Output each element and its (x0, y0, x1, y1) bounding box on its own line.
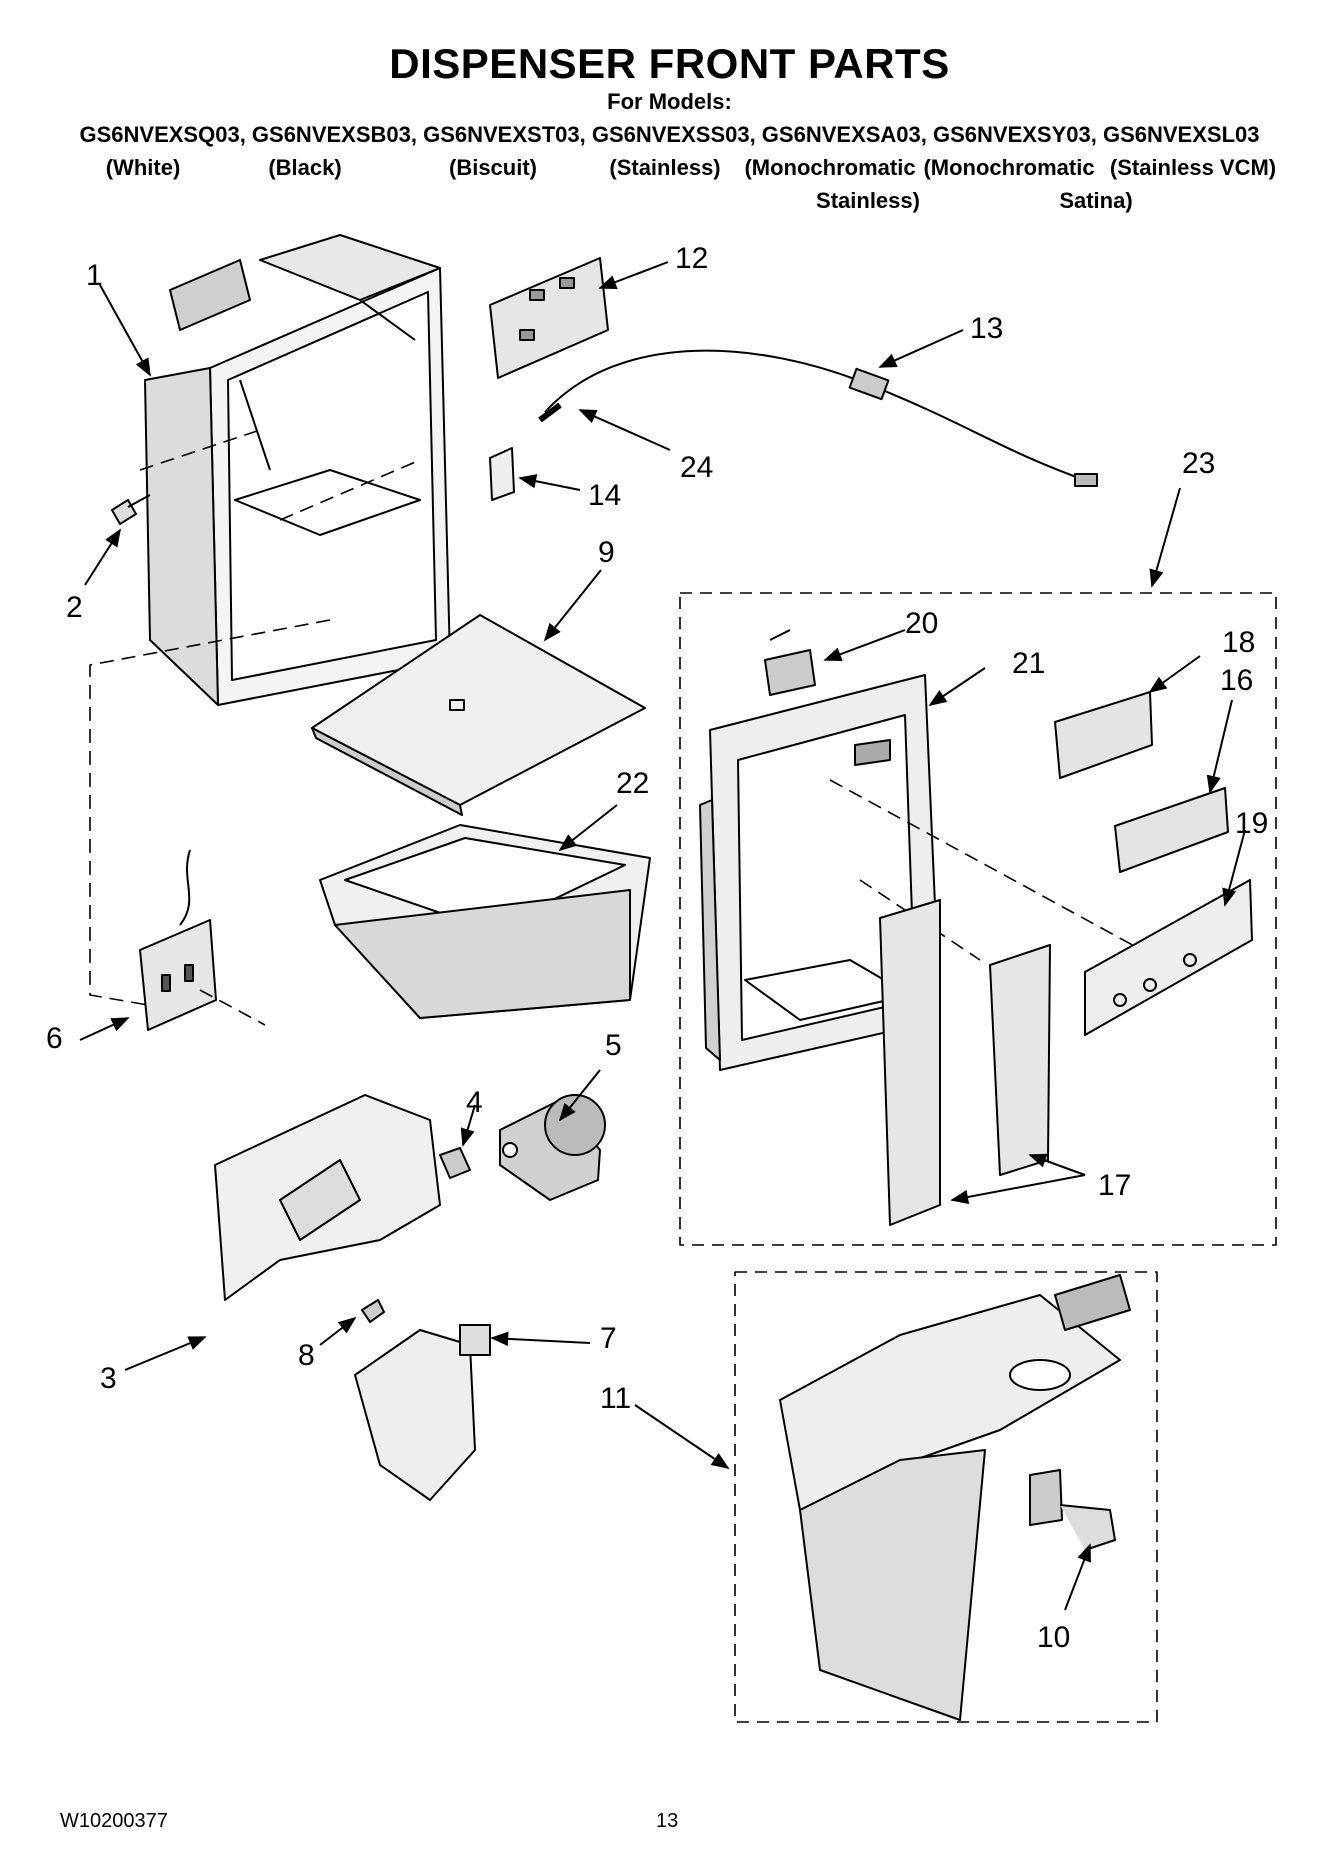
variant-label: Stainless) (816, 188, 920, 213)
callout-11: 11 (600, 1382, 631, 1415)
callout-21: 21 (1012, 647, 1045, 680)
variant-label: (Monochromatic (744, 155, 916, 180)
document-number: W10200377 (60, 1810, 168, 1832)
variant-label: (Biscuit) (449, 155, 537, 180)
callout-23: 23 (1182, 447, 1215, 480)
light-part-20 (764, 629, 816, 696)
page-title: DISPENSER FRONT PARTS (389, 40, 950, 87)
callout-2: 2 (66, 591, 83, 624)
callout-7: 7 (600, 1322, 617, 1355)
page-number: 13 (656, 1810, 679, 1832)
housing-part-1 (144, 234, 451, 706)
callout-22: 22 (616, 767, 649, 800)
bracket-part-14 (489, 447, 515, 501)
screw-part-8 (361, 1299, 385, 1323)
variant-label: (Stainless VCM) (1109, 155, 1277, 180)
wire-harness-part-13 (544, 349, 1091, 483)
callout-16: 16 (1220, 664, 1253, 697)
harness-clip (848, 367, 890, 401)
control-board-part-12 (489, 257, 609, 379)
assembly-box-part-11 (734, 1271, 1158, 1723)
board-part-16 (1114, 787, 1229, 873)
variant-label: (White) (105, 155, 181, 180)
callout-17: 17 (1098, 1169, 1131, 1202)
callout-5: 5 (605, 1029, 622, 1062)
callout-4: 4 (466, 1086, 483, 1119)
panel-part-19 (1084, 879, 1253, 1036)
callout-24: 24 (680, 451, 713, 484)
models-subtitle: For Models: (607, 89, 732, 114)
variant-label: (Black) (268, 155, 342, 180)
lever-part-7 (354, 1324, 491, 1501)
callout-13: 13 (970, 312, 1003, 345)
paddles-part-17 (879, 899, 1051, 1226)
switch-part-6 (139, 849, 217, 1031)
actuator-housing-part-3 (214, 1094, 441, 1301)
callout-12: 12 (675, 242, 708, 275)
board-part-18 (1054, 691, 1153, 779)
callout-18: 18 (1222, 626, 1255, 659)
variant-label: Satina) (1059, 188, 1133, 213)
coupling-part-4 (439, 1147, 471, 1179)
callout-1: 1 (86, 259, 103, 292)
callout-3: 3 (100, 1362, 117, 1395)
callout-14: 14 (588, 479, 621, 512)
callout-8: 8 (298, 1339, 315, 1372)
valve-part-10 (1029, 1469, 1116, 1551)
callout-10: 10 (1037, 1621, 1070, 1654)
model-list: GS6NVEXSQ03, GS6NVEXSB03, GS6NVEXST03, G… (79, 122, 1260, 147)
screw-part-2 (111, 494, 151, 525)
variant-label: (Monochromatic (923, 155, 1095, 180)
chute-part-11 (779, 1274, 1131, 1721)
callout-20: 20 (905, 607, 938, 640)
callout-19: 19 (1235, 807, 1268, 840)
tray-part-9 (311, 614, 646, 816)
assembly-box-part-23 (679, 592, 1277, 1246)
callout-9: 9 (598, 536, 615, 569)
drip-tray-part-22 (319, 824, 651, 1019)
callout-6: 6 (46, 1022, 63, 1055)
motor-part-5 (499, 1094, 606, 1201)
variant-label: (Stainless) (609, 155, 721, 180)
connector-part-24 (538, 402, 562, 423)
